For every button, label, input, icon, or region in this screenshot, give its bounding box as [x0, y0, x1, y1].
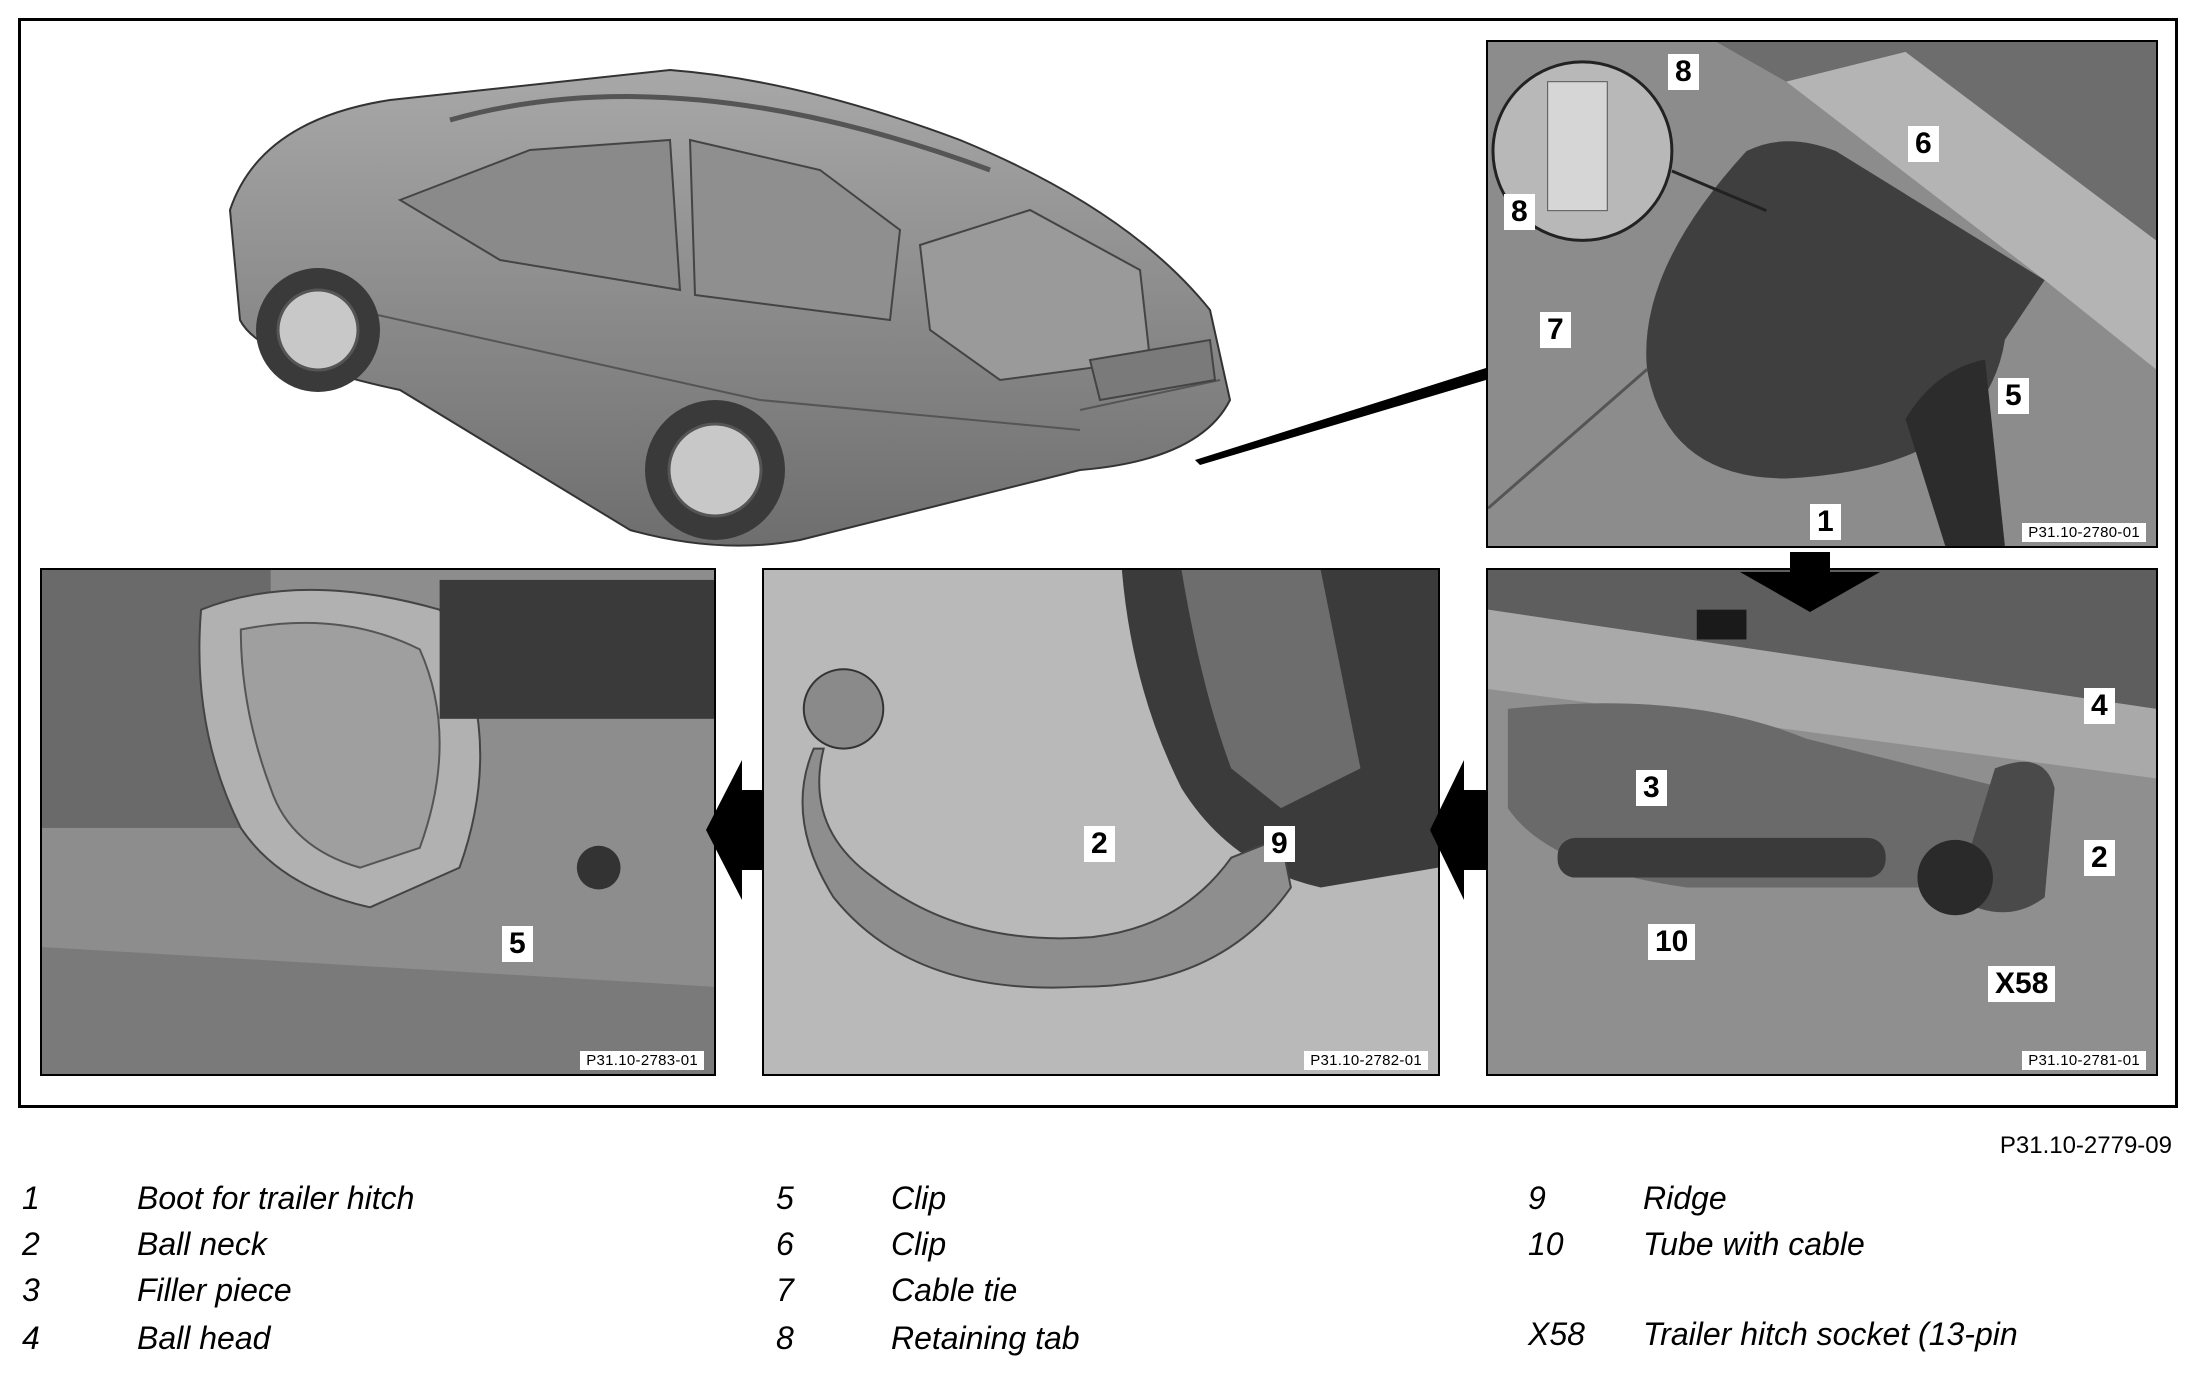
legend-label: Boot for trailer hitch — [137, 1180, 415, 1216]
legend-label: Ball neck — [137, 1226, 267, 1262]
panel-ball-neck: 2 9 P31.10-2782-01 — [762, 568, 1440, 1076]
legend-number: 7 — [776, 1272, 794, 1308]
callout-1: 1 — [1810, 504, 1841, 540]
legend-number: 2 — [22, 1226, 40, 1262]
callout-5: 5 — [1998, 378, 2029, 414]
panel-boot-detail: 8 8 6 7 5 1 P31.10-2780-01 — [1486, 40, 2158, 548]
legend-label: Ball head — [137, 1320, 271, 1356]
callout-4: 4 — [2084, 688, 2115, 724]
legend-label: Cable tie — [891, 1272, 1018, 1308]
car-illustration — [200, 60, 1280, 560]
legend-number: 10 — [1528, 1226, 1564, 1262]
callout-10: 10 — [1648, 924, 1696, 960]
callout-2: 2 — [1084, 826, 1115, 862]
legend-label: Filler piece — [137, 1272, 292, 1308]
legend-number: 9 — [1528, 1180, 1546, 1216]
callout-2: 2 — [2084, 840, 2115, 876]
callout-9: 9 — [1264, 826, 1295, 862]
panel-boot-clip: 5 P31.10-2783-01 — [40, 568, 716, 1076]
legend-label: Trailer hitch socket (13-pin — [1643, 1316, 2018, 1352]
legend-number: 8 — [776, 1320, 794, 1356]
legend-number: 3 — [22, 1272, 40, 1308]
legend-label: Clip — [891, 1180, 947, 1216]
legend: 1 Boot for trailer hitch 2 Ball neck 3 F… — [0, 1168, 2202, 1368]
legend-number: X58 — [1528, 1316, 1585, 1352]
callout-8-top: 8 — [1668, 54, 1699, 90]
legend-number: 4 — [22, 1320, 40, 1356]
panel-hitch-underside: 4 3 2 10 X58 P31.10-2781-01 — [1486, 568, 2158, 1076]
panel-code: P31.10-2782-01 — [1304, 1051, 1428, 1070]
callout-3: 3 — [1636, 770, 1667, 806]
callout-8-left: 8 — [1504, 194, 1535, 230]
legend-label: Ridge — [1643, 1180, 1727, 1216]
legend-number: 6 — [776, 1226, 794, 1262]
panel-code: P31.10-2783-01 — [580, 1051, 704, 1070]
legend-number: 1 — [22, 1180, 40, 1216]
panel-code: P31.10-2780-01 — [2022, 523, 2146, 542]
callout-6: 6 — [1908, 126, 1939, 162]
legend-number: 5 — [776, 1180, 794, 1216]
callout-5: 5 — [502, 926, 533, 962]
legend-label: Retaining tab — [891, 1320, 1080, 1356]
callout-7: 7 — [1540, 312, 1571, 348]
panel-code: P31.10-2781-01 — [2022, 1051, 2146, 1070]
legend-label: Tube with cable — [1643, 1226, 1865, 1262]
callout-x58: X58 — [1988, 966, 2056, 1002]
figure-code: P31.10-2779-09 — [1999, 1132, 2172, 1159]
legend-label: Clip — [891, 1226, 947, 1262]
